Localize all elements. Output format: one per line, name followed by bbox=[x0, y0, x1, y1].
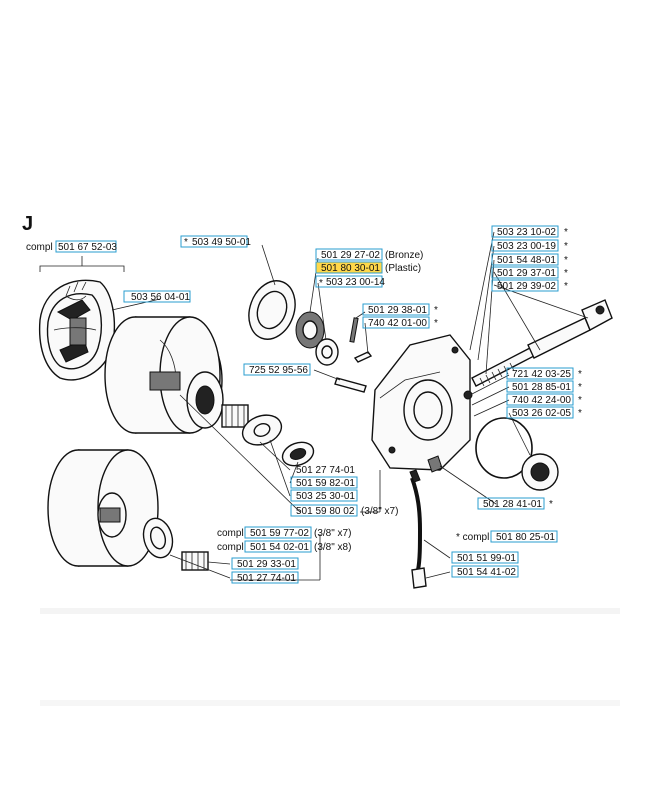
part-number[interactable]: 501 59 82-01 bbox=[296, 478, 355, 489]
part-number-highlighted[interactable]: 501 80 30-01 bbox=[321, 263, 380, 274]
star-marker: * bbox=[564, 268, 568, 279]
part-number[interactable]: 501 54 41-02 bbox=[457, 567, 516, 578]
part-number[interactable]: 501 67 52-03 bbox=[58, 242, 117, 253]
part-box[interactable] bbox=[491, 225, 559, 238]
part-box[interactable] bbox=[290, 476, 358, 489]
part-box[interactable] bbox=[315, 248, 383, 261]
star-marker: * bbox=[578, 382, 582, 393]
part-number[interactable]: 740 42 01-00 bbox=[368, 318, 427, 329]
star-marker: * bbox=[184, 237, 188, 248]
compl-label: * compl bbox=[456, 532, 489, 543]
part-box[interactable] bbox=[244, 526, 312, 539]
size-note: (3/8" x8) bbox=[314, 542, 351, 553]
part-box[interactable] bbox=[231, 557, 299, 570]
part-box[interactable] bbox=[451, 551, 519, 564]
part-box[interactable] bbox=[290, 504, 358, 517]
sprocket-drawing bbox=[149, 371, 249, 429]
part-number[interactable]: 503 23 00-14 bbox=[326, 277, 385, 288]
part-box[interactable] bbox=[180, 235, 248, 248]
star-marker: * bbox=[564, 281, 568, 292]
part-box-highlighted[interactable] bbox=[315, 261, 383, 274]
size-note: (3/8" x7) bbox=[361, 506, 398, 517]
part-box[interactable] bbox=[362, 316, 430, 329]
part-number[interactable]: 721 42 03-25 bbox=[512, 369, 571, 380]
part-number[interactable]: 501 28 85-01 bbox=[512, 382, 571, 393]
star-marker: * bbox=[578, 395, 582, 406]
part-number[interactable]: 503 26 02-05 bbox=[512, 408, 571, 419]
part-number[interactable]: 501 29 37-01 bbox=[497, 268, 556, 279]
part-number[interactable]: 501 29 33-01 bbox=[237, 559, 296, 570]
part-box[interactable] bbox=[451, 565, 519, 578]
part-box[interactable] bbox=[244, 540, 312, 553]
material-note: (Bronze) bbox=[385, 250, 423, 261]
size-note: (3/8" x7) bbox=[314, 528, 351, 539]
part-number[interactable]: 503 56 04-01 bbox=[131, 292, 190, 303]
part-box[interactable] bbox=[490, 530, 558, 543]
compl-label: compl bbox=[217, 528, 244, 539]
part-number[interactable]: 501 59 77-02 bbox=[250, 528, 309, 539]
material-note: (Plastic) bbox=[385, 263, 421, 274]
part-number[interactable]: 501 80 25-01 bbox=[496, 532, 555, 543]
star-marker: * bbox=[564, 241, 568, 252]
part-number[interactable]: 501 27 74-01 bbox=[296, 465, 355, 476]
part-box[interactable] bbox=[362, 303, 430, 316]
bearing-drawing bbox=[295, 311, 339, 366]
part-number[interactable]: 501 29 27-02 bbox=[321, 250, 380, 261]
washer-drawings bbox=[241, 414, 315, 467]
part-box[interactable] bbox=[506, 406, 574, 419]
part-number[interactable]: 725 52 95-56 bbox=[249, 365, 308, 376]
star-marker: * bbox=[564, 255, 568, 266]
bottom-bearing-drawing bbox=[142, 517, 209, 571]
part-box[interactable] bbox=[477, 497, 545, 510]
oring-seal-drawing bbox=[475, 417, 559, 491]
part-number[interactable]: 503 49 50-01 bbox=[192, 237, 251, 248]
part-box[interactable] bbox=[290, 489, 358, 502]
top-washer-drawing bbox=[248, 280, 296, 340]
compl-label: compl bbox=[26, 242, 53, 253]
part-number[interactable]: 503 23 00-19 bbox=[497, 241, 556, 252]
oil-hose-drawing bbox=[409, 455, 443, 589]
star-marker: * bbox=[434, 318, 438, 329]
faint-background-text bbox=[40, 608, 620, 706]
part-number[interactable]: 501 59 80 02 bbox=[296, 506, 355, 517]
part-box[interactable] bbox=[231, 571, 299, 584]
star-marker: * bbox=[578, 408, 582, 419]
part-number[interactable]: 501 51 99-01 bbox=[457, 553, 516, 564]
oil-pump-housing-drawing bbox=[371, 334, 471, 471]
star-marker: * bbox=[434, 305, 438, 316]
star-marker: * bbox=[564, 227, 568, 238]
part-box[interactable] bbox=[506, 393, 574, 406]
screw-drawings bbox=[334, 317, 373, 393]
part-number[interactable]: 501 54 48-01 bbox=[497, 255, 556, 266]
part-box[interactable] bbox=[491, 239, 559, 252]
clutch-assembly-drawing bbox=[38, 256, 125, 381]
part-box[interactable] bbox=[491, 279, 559, 292]
part-box[interactable] bbox=[491, 266, 559, 279]
part-box[interactable] bbox=[243, 363, 311, 376]
part-number[interactable]: 501 29 38-01 bbox=[368, 305, 427, 316]
part-number[interactable]: 501 27 74-01 bbox=[237, 573, 296, 584]
part-box[interactable] bbox=[491, 253, 559, 266]
star-marker: * bbox=[578, 369, 582, 380]
section-letter: J bbox=[22, 213, 33, 235]
part-box[interactable] bbox=[506, 380, 574, 393]
part-box[interactable] bbox=[315, 275, 383, 288]
part-number[interactable]: 740 42 24-00 bbox=[512, 395, 571, 406]
part-number[interactable]: 501 54 02-01 bbox=[250, 542, 309, 553]
part-number[interactable]: 501 28 41-01 bbox=[483, 499, 542, 510]
part-number[interactable]: 501 29 39-02 bbox=[497, 281, 556, 292]
bottom-drum-drawing bbox=[47, 449, 159, 567]
part-box[interactable] bbox=[123, 290, 191, 303]
star-marker: * bbox=[319, 278, 323, 289]
part-box[interactable] bbox=[55, 240, 117, 253]
part-box[interactable] bbox=[506, 367, 574, 380]
pump-shaft-drawing bbox=[463, 299, 613, 400]
star-marker: * bbox=[549, 499, 553, 510]
part-number[interactable]: 503 23 10-02 bbox=[497, 227, 556, 238]
compl-label: compl bbox=[217, 542, 244, 553]
part-number[interactable]: 503 25 30-01 bbox=[296, 491, 355, 502]
